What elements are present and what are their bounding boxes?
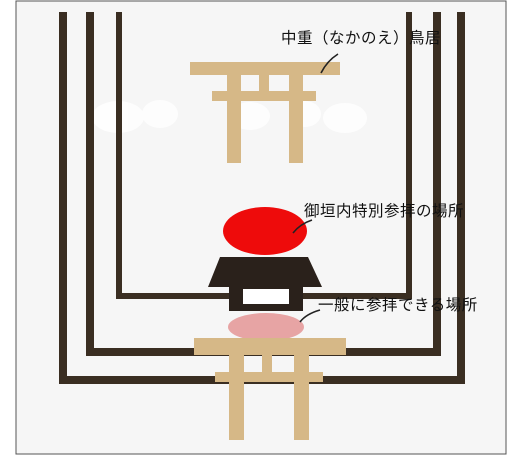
leader-line-general: [299, 309, 321, 323]
label-nakanoe-torii: 中重（なかのえ）鳥居: [281, 29, 442, 47]
label-special-worship-place: 御垣内特別参拝の場所: [304, 202, 465, 220]
shrine-building: [208, 257, 322, 311]
general-worship-marker: [228, 313, 304, 341]
torii-nakanoe: [190, 62, 340, 163]
leader-lines: [292, 53, 339, 323]
leader-line-torii: [320, 53, 339, 74]
leader-line-special: [292, 219, 313, 234]
torii-outer: [194, 338, 346, 440]
special-worship-marker: [223, 207, 307, 255]
label-general-worship-place: 一般に参拝できる場所: [318, 296, 478, 314]
